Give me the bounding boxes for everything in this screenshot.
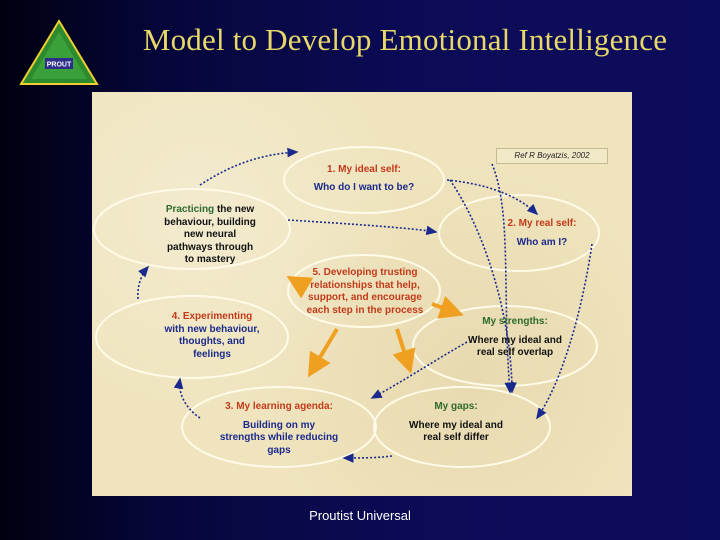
ideal-self-node: 1. My ideal self: Who do I want to be? (288, 164, 440, 194)
ideal-self-question: Who do I want to be? (313, 181, 415, 193)
prout-logo: PROUT (19, 19, 99, 85)
learning-ellipse (181, 386, 377, 468)
trusting-line-4: each step in the process (306, 304, 424, 316)
real-self-node: 2. My real self: Who am I? (482, 218, 602, 249)
learning-label: 3. My learning agenda: (225, 401, 333, 412)
real-self-ellipse (438, 194, 600, 272)
learning-line-3: gaps (267, 444, 291, 456)
orange-arrow-up-left (286, 275, 314, 299)
practicing-rest: the new (214, 204, 255, 215)
experimenting-line-1: with new behaviour, (164, 323, 260, 335)
ideal-self-ellipse (283, 146, 445, 214)
strengths-line-1: Where my ideal and (468, 334, 562, 346)
gaps-ellipse (373, 386, 551, 468)
reference-note: Ref R Boyatzis, 2002 (496, 148, 608, 164)
experimenting-line-3: feelings (193, 348, 231, 360)
practicing-line-4: to mastery (184, 254, 236, 265)
arrow-practicing-to-ideal (199, 147, 299, 186)
arrow-real-to-gaps (536, 243, 593, 420)
learning-node: 3. My learning agenda: Building on my st… (202, 401, 356, 457)
real-self-label: 2. My real self: (507, 218, 577, 229)
orange-arrow-down-right (392, 328, 416, 374)
diagram-panel: Ref R Boyatzis, 2002 1. My ideal self: W… (92, 92, 632, 496)
orange-arrow-down-left (307, 327, 339, 378)
gaps-node: My gaps: Where my ideal and real self di… (392, 401, 520, 445)
arrow-experimenting-to-practicing (137, 265, 150, 300)
strengths-label: My strengths: (482, 316, 548, 327)
experimenting-line-2: thoughts, and (178, 336, 246, 347)
experimenting-label: 4. Experimenting (171, 311, 253, 322)
gaps-label: My gaps: (434, 401, 478, 412)
practicing-node: Practicing the new behaviour, building n… (142, 204, 278, 267)
arrow-practicing-to-real (287, 219, 438, 236)
svg-text:PROUT: PROUT (47, 62, 72, 69)
footer-text: Proutist Universal (309, 508, 411, 523)
arrow-learning-to-experimenting (173, 377, 201, 419)
gaps-line-2: real self differ (423, 432, 489, 443)
gaps-line-1: Where my ideal and (409, 419, 503, 431)
slide-title: Model to Develop Emotional Intelligence (142, 22, 668, 57)
orange-arrow-right (431, 295, 464, 319)
practicing-ellipse (93, 188, 291, 270)
diagram-canvas (93, 146, 600, 468)
ideal-self-label: 1. My ideal self: (327, 164, 401, 175)
practicing-line-3: pathways through (166, 241, 254, 253)
trusting-line-2: relationships that help, (310, 279, 420, 291)
arrow-ideal-to-gaps (449, 179, 517, 394)
practicing-line-2: new neural (183, 229, 237, 240)
trusting-line-3: support, and encourage (308, 292, 422, 303)
arrow-ref-to-strengths (491, 163, 515, 394)
practicing-line-1: behaviour, building (164, 216, 256, 228)
experimenting-ellipse (95, 295, 289, 379)
experimenting-node: 4. Experimenting with new behaviour, tho… (142, 311, 282, 361)
learning-line-1: Building on my (242, 419, 316, 431)
practicing-highlight: Practicing (165, 204, 215, 215)
strengths-line-2: real self overlap (476, 347, 554, 358)
trusting-line-1: 5. Developing trusting (312, 267, 418, 278)
real-self-question: Who am I? (516, 236, 568, 248)
learning-line-2: strengths while reducing (219, 432, 339, 443)
trusting-node: 5. Developing trusting relationships tha… (292, 267, 438, 317)
strengths-node: My strengths: Where my ideal and real se… (452, 316, 578, 360)
arrow-strengths-to-learning (370, 341, 468, 399)
